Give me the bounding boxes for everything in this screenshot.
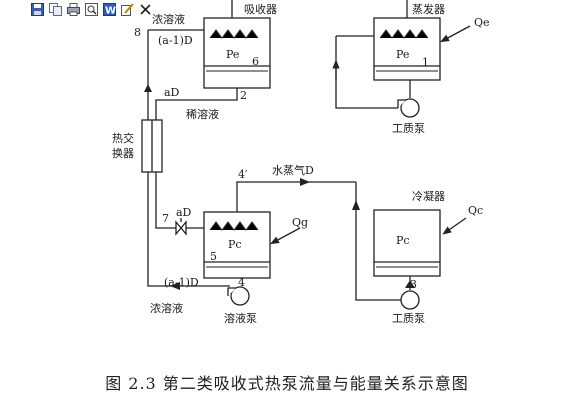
absorber-vessel — [203, 17, 271, 89]
hx-label-2: 换器 — [112, 146, 134, 160]
word-icon[interactable]: W — [102, 2, 117, 17]
node-3: 3 — [410, 278, 417, 291]
working-pump-top — [400, 98, 420, 118]
solution-pump-label: 溶液泵 — [224, 311, 257, 325]
copy-icon[interactable] — [48, 2, 63, 17]
working-pump-top-label: 工质泵 — [392, 122, 425, 135]
ad-mid: aD — [176, 206, 192, 219]
flow-a1d-bottom: (a-1)D — [164, 276, 199, 289]
evaporator-label: 蒸发器 — [412, 2, 445, 16]
pe-evaporator: Pe — [396, 48, 409, 61]
liquid-texture — [206, 70, 438, 268]
preview-icon[interactable] — [84, 2, 99, 17]
node-5: 5 — [210, 250, 217, 263]
node-4: 4 — [238, 276, 245, 289]
figure-caption: 图 2.3 第二类吸收式热泵流量与能量关系示意图 — [105, 374, 469, 393]
condenser-label: 冷凝器 — [412, 189, 445, 203]
condenser-vessel — [373, 209, 441, 277]
toolbar: W — [0, 0, 153, 18]
heat-pump-diagram: 吸收器 蒸发器 浓溶液 8 (a-1)D Pe 6 aD 2 稀溶液 热交 换器… — [112, 0, 490, 325]
close-icon[interactable] — [138, 2, 153, 17]
vapor-marks — [209, 29, 429, 231]
save-icon[interactable] — [30, 2, 45, 17]
flow-a1d-top: (a-1)D — [158, 34, 193, 47]
qc-label: Qc — [468, 204, 483, 217]
pc-generator: Pc — [228, 238, 242, 251]
print-icon[interactable] — [66, 2, 81, 17]
node-2: 2 — [240, 89, 247, 102]
svg-text:W: W — [105, 5, 116, 16]
hx-label-1: 热交 — [112, 131, 134, 145]
steam-label: 水蒸气D — [272, 163, 314, 177]
strong-solution-top-label: 浓溶液 — [152, 12, 185, 26]
qg-label: Qg — [292, 216, 308, 229]
edit-icon[interactable] — [120, 2, 135, 17]
solution-pump — [230, 286, 250, 306]
pe-absorber: Pe — [226, 48, 239, 61]
ad-top: aD — [164, 86, 180, 99]
working-pump-bottom-label: 工质泵 — [392, 312, 425, 325]
node-6: 6 — [252, 55, 259, 68]
working-pump-bottom — [400, 290, 420, 310]
qe-label: Qe — [474, 16, 490, 29]
strong-solution-bottom-label: 浓溶液 — [150, 301, 183, 315]
absorber-label: 吸收器 — [244, 2, 277, 16]
dilute-solution-label: 稀溶液 — [186, 107, 219, 121]
node-8: 8 — [134, 26, 141, 39]
node-7: 7 — [162, 212, 169, 225]
node-1: 1 — [422, 56, 429, 69]
node-4p: 4′ — [238, 168, 248, 181]
pc-condenser: Pc — [396, 234, 410, 247]
